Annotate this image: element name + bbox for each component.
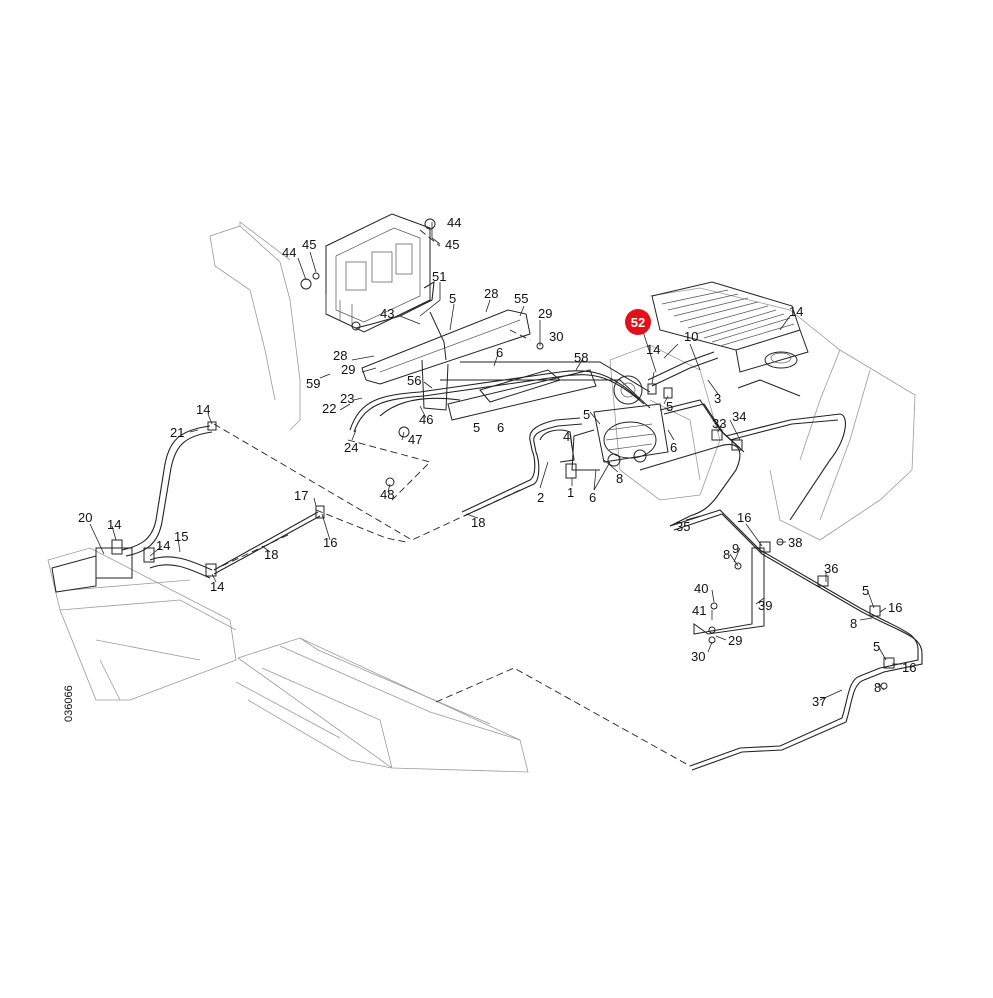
callout-28[interactable]: 28 bbox=[484, 286, 498, 301]
callout-29[interactable]: 29 bbox=[728, 633, 742, 648]
callout-6[interactable]: 6 bbox=[589, 490, 596, 505]
callout-14[interactable]: 14 bbox=[156, 538, 170, 553]
callout-28[interactable]: 28 bbox=[333, 348, 347, 363]
callout-44[interactable]: 44 bbox=[447, 215, 461, 230]
callout-23[interactable]: 23 bbox=[340, 391, 354, 406]
pump-assembly bbox=[571, 375, 669, 471]
intercooler bbox=[651, 281, 809, 373]
callout-59[interactable]: 59 bbox=[306, 376, 320, 391]
callout-20[interactable]: 20 bbox=[78, 510, 92, 525]
callout-37[interactable]: 37 bbox=[812, 694, 826, 709]
callout-9[interactable]: 9 bbox=[732, 541, 739, 556]
callout-55[interactable]: 55 bbox=[514, 291, 528, 306]
callout-16[interactable]: 16 bbox=[902, 660, 916, 675]
highlight-marker[interactable] bbox=[625, 309, 651, 335]
callout-8[interactable]: 8 bbox=[616, 471, 623, 486]
callout-10[interactable]: 10 bbox=[684, 329, 698, 344]
callout-16[interactable]: 16 bbox=[888, 600, 902, 615]
callout-3[interactable]: 3 bbox=[714, 391, 721, 406]
callout-44[interactable]: 44 bbox=[282, 245, 296, 260]
callout-14[interactable]: 14 bbox=[107, 517, 121, 532]
callout-36[interactable]: 36 bbox=[824, 561, 838, 576]
callout-14[interactable]: 14 bbox=[196, 402, 210, 417]
callout-5[interactable]: 5 bbox=[473, 420, 480, 435]
callout-52[interactable]: 52 bbox=[631, 315, 645, 330]
callout-5[interactable]: 5 bbox=[449, 291, 456, 306]
callout-14[interactable]: 14 bbox=[789, 304, 803, 319]
callout-30[interactable]: 30 bbox=[691, 649, 705, 664]
callout-18[interactable]: 18 bbox=[471, 515, 485, 530]
mounting-rails bbox=[349, 309, 651, 433]
callout-30[interactable]: 30 bbox=[549, 329, 563, 344]
callout-15[interactable]: 15 bbox=[174, 529, 188, 544]
callout-5[interactable]: 5 bbox=[583, 407, 590, 422]
callout-41[interactable]: 41 bbox=[692, 603, 706, 618]
fittings bbox=[51, 218, 895, 690]
chassis-outline bbox=[47, 221, 916, 773]
callout-40[interactable]: 40 bbox=[694, 581, 708, 596]
callout-35[interactable]: 35 bbox=[676, 519, 690, 534]
callout-29[interactable]: 29 bbox=[341, 362, 355, 377]
callout-6[interactable]: 6 bbox=[670, 440, 677, 455]
callout-5[interactable]: 5 bbox=[873, 639, 880, 654]
callout-24[interactable]: 24 bbox=[344, 440, 358, 455]
callout-43[interactable]: 43 bbox=[380, 306, 394, 321]
callout-29[interactable]: 29 bbox=[538, 306, 552, 321]
pipes bbox=[121, 351, 923, 771]
callout-16[interactable]: 16 bbox=[737, 510, 751, 525]
callout-51[interactable]: 51 bbox=[432, 269, 446, 284]
callout-21[interactable]: 21 bbox=[170, 425, 184, 440]
callout-8[interactable]: 8 bbox=[723, 547, 730, 562]
callout-14[interactable]: 14 bbox=[210, 579, 224, 594]
bracket-39 bbox=[693, 547, 765, 635]
callout-38[interactable]: 38 bbox=[788, 535, 802, 550]
callout-16[interactable]: 16 bbox=[323, 535, 337, 550]
callout-56[interactable]: 56 bbox=[407, 373, 421, 388]
callout-6[interactable]: 6 bbox=[497, 420, 504, 435]
callout-8[interactable]: 8 bbox=[874, 680, 881, 695]
callout-52-highlight[interactable]: 52 bbox=[625, 309, 651, 335]
document-id: 036066 bbox=[63, 685, 75, 722]
callout-22[interactable]: 22 bbox=[322, 401, 336, 416]
callout-46[interactable]: 46 bbox=[419, 412, 433, 427]
callout-45[interactable]: 45 bbox=[302, 237, 316, 252]
callout-39[interactable]: 39 bbox=[758, 598, 772, 613]
callout-2[interactable]: 2 bbox=[537, 490, 544, 505]
callout-17[interactable]: 17 bbox=[294, 488, 308, 503]
callout-6[interactable]: 6 bbox=[496, 345, 503, 360]
callout-5[interactable]: 5 bbox=[666, 399, 673, 414]
callout-34[interactable]: 34 bbox=[732, 409, 746, 424]
callout-labels: 44 45 44 45 51 5 28 55 43 29 30 28 29 6 … bbox=[78, 215, 916, 709]
callout-58[interactable]: 58 bbox=[574, 350, 588, 365]
callout-8[interactable]: 8 bbox=[850, 616, 857, 631]
callout-5[interactable]: 5 bbox=[862, 583, 869, 598]
callout-1[interactable]: 1 bbox=[567, 485, 574, 500]
dashed-lines bbox=[213, 229, 691, 767]
callout-48[interactable]: 48 bbox=[380, 487, 394, 502]
callout-45[interactable]: 45 bbox=[445, 237, 459, 252]
callout-4[interactable]: 4 bbox=[563, 429, 570, 444]
callout-14[interactable]: 14 bbox=[646, 342, 660, 357]
callout-33[interactable]: 33 bbox=[712, 416, 726, 431]
callout-18[interactable]: 18 bbox=[264, 547, 278, 562]
ecu-module bbox=[325, 213, 435, 333]
callout-47[interactable]: 47 bbox=[408, 432, 422, 447]
